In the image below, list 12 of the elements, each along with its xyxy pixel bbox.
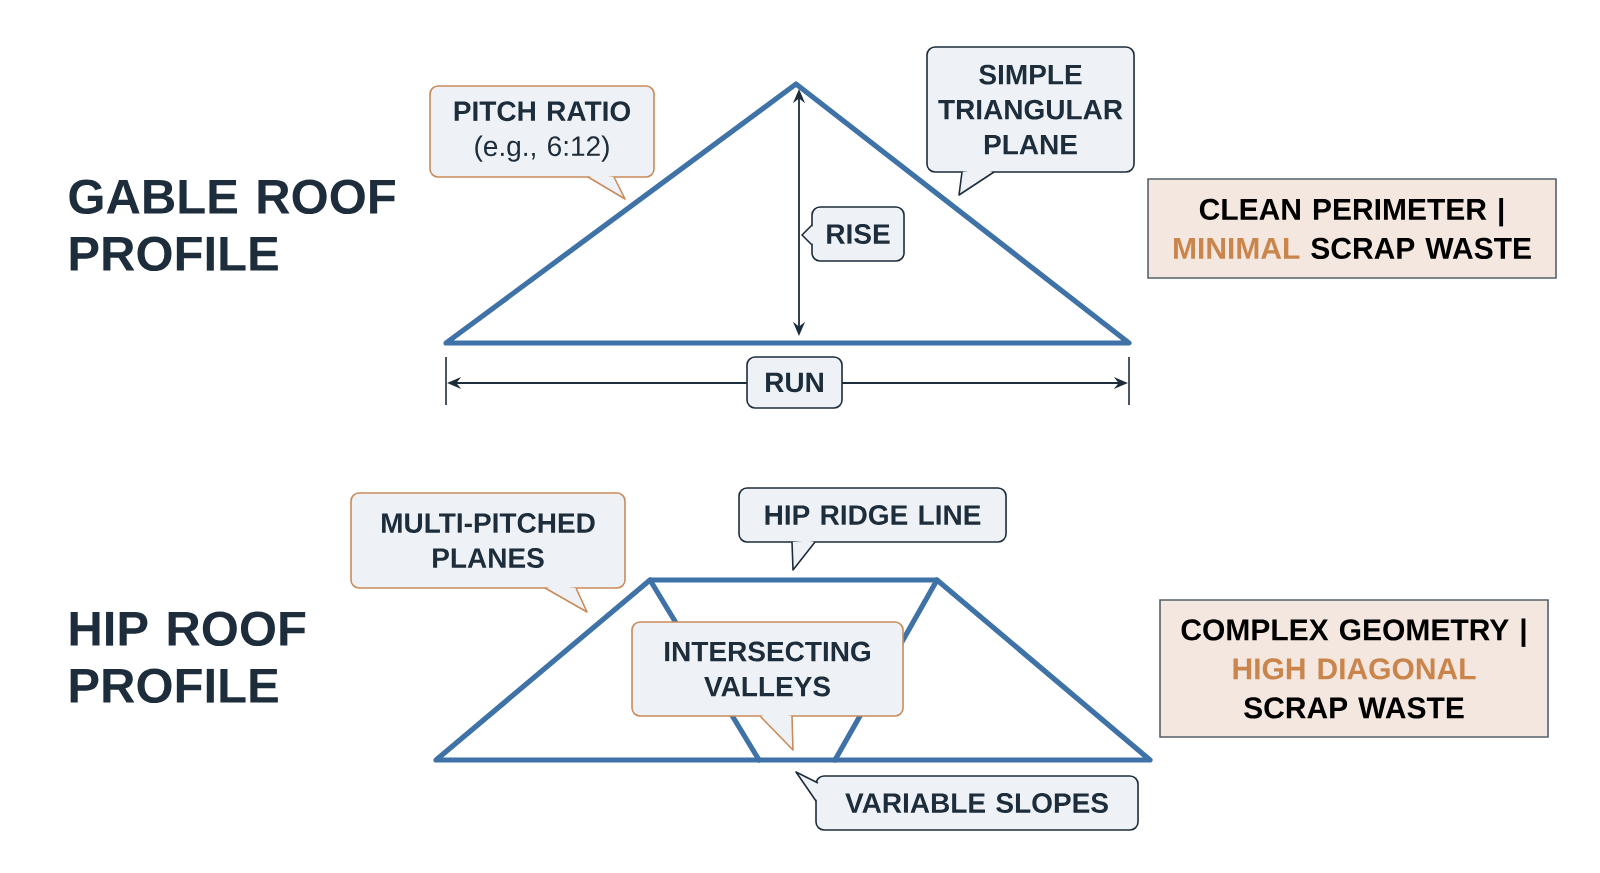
section-heading: GABLE ROOF PROFILE [69,179,395,272]
note-box: COMPLEX GEOMETRY | HIGH DIAGONAL SCRAP WASTE [1159,599,1549,738]
speech-bubble: VARIABLE SLOPES [795,771,1139,831]
speech-bubble: INTERSECTING VALLEYS [631,621,904,751]
note-box: CLEAN PERIMETER | MINIMAL SCRAP WASTE [1147,178,1557,279]
speech-bubble: PITCH RATIO (e.g., 6:12) [429,85,655,200]
label-box: RUN [746,356,843,409]
speech-bubble: SIMPLE TRIANGULAR PLANE [926,46,1135,196]
speech-bubble: HIP RIDGE LINE [738,487,1007,571]
section-heading: HIP ROOF PROFILE [70,611,306,704]
speech-bubble: RISE [801,206,905,262]
speech-bubble: MULTI-PITCHED PLANES [350,492,626,613]
